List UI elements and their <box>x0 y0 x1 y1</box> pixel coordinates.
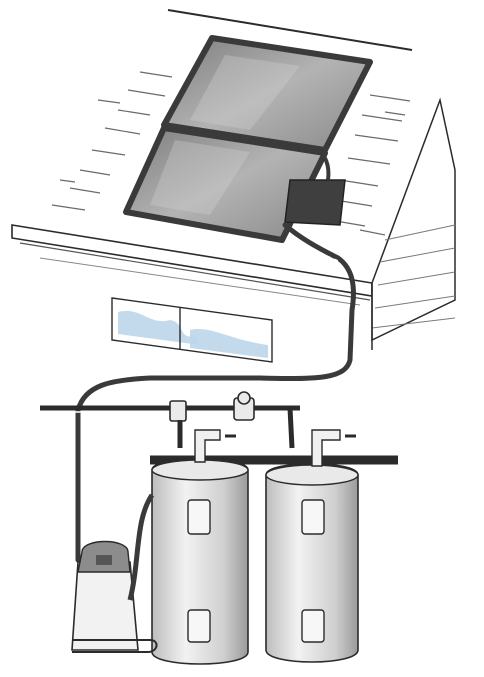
junction-box <box>285 180 345 225</box>
pipe-fittings <box>170 392 292 448</box>
tank-1-access-panel-top <box>188 500 210 534</box>
return-pipe <box>130 495 152 600</box>
tank-2-access-panel-bottom <box>302 610 324 642</box>
water-heater-tank-1 <box>152 459 248 664</box>
pump-controller-unit <box>72 542 157 653</box>
water-heater-tank-2 <box>266 464 358 662</box>
controller-display <box>96 555 112 565</box>
roof-ridge-line <box>168 10 412 50</box>
tank-1-access-panel-bottom <box>188 610 210 642</box>
tank-2-access-panel-top <box>302 500 324 534</box>
